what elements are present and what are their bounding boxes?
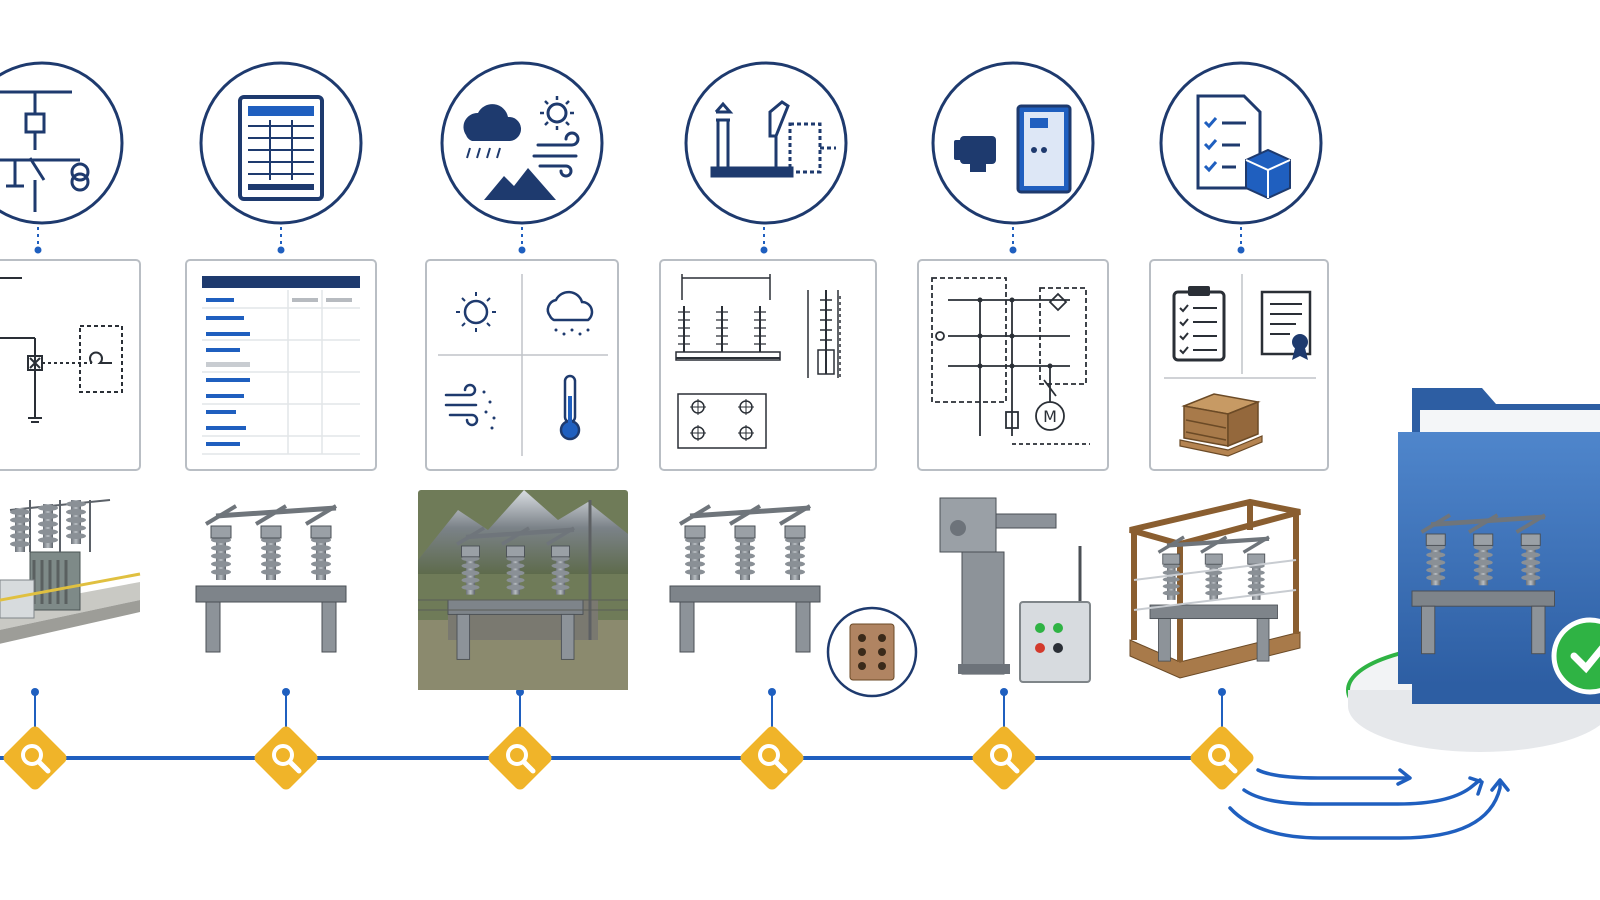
marker-stems	[31, 688, 1226, 732]
magnifier-icon[interactable]	[486, 724, 554, 792]
certificate-doc	[1149, 259, 1329, 471]
datasheet-icon	[199, 61, 363, 225]
approved-check-icon	[1551, 617, 1600, 695]
magnifier-icon[interactable]	[970, 724, 1038, 792]
approved-folder-icon	[1346, 388, 1600, 752]
clipboard-icon	[1172, 286, 1226, 362]
motor-symbol-label: M	[1043, 407, 1057, 426]
table-doc	[185, 259, 377, 471]
magnifier-icon[interactable]	[738, 724, 806, 792]
magnifier-icon[interactable]	[1188, 724, 1256, 792]
crated-switch	[1129, 498, 1301, 679]
switch-with-terminal-pad	[670, 506, 918, 698]
dimension-drawing-doc	[659, 259, 877, 471]
magnifier-icon[interactable]	[1, 724, 69, 792]
substation-model	[0, 499, 141, 644]
weather-conditions-icon	[440, 61, 604, 225]
disconnector-outline-icon	[684, 61, 848, 225]
wooden-crate-icon	[1179, 393, 1263, 457]
magnifier-icon[interactable]	[252, 724, 320, 792]
schematic-doc	[0, 259, 141, 471]
thermometer-icon	[559, 374, 581, 441]
wind-icon	[444, 383, 496, 430]
certificate-icon	[1260, 290, 1312, 360]
control-circuit-doc: M	[917, 259, 1109, 471]
single-line-diagram-icon	[0, 61, 124, 225]
weather-grid-doc	[425, 259, 619, 471]
sun-icon	[456, 292, 496, 332]
connectors	[34, 220, 1245, 254]
motor-cabinet-icon	[931, 61, 1095, 225]
rain-cloud-icon	[546, 290, 594, 336]
final-arrows	[1228, 768, 1510, 840]
disconnect-switch-model	[196, 506, 346, 652]
switch-in-mountain-site-photo	[418, 490, 628, 690]
motor-operator-cabinet	[939, 497, 1091, 683]
checklist-package-icon	[1159, 61, 1323, 225]
terminal-pad-inset	[826, 606, 918, 698]
